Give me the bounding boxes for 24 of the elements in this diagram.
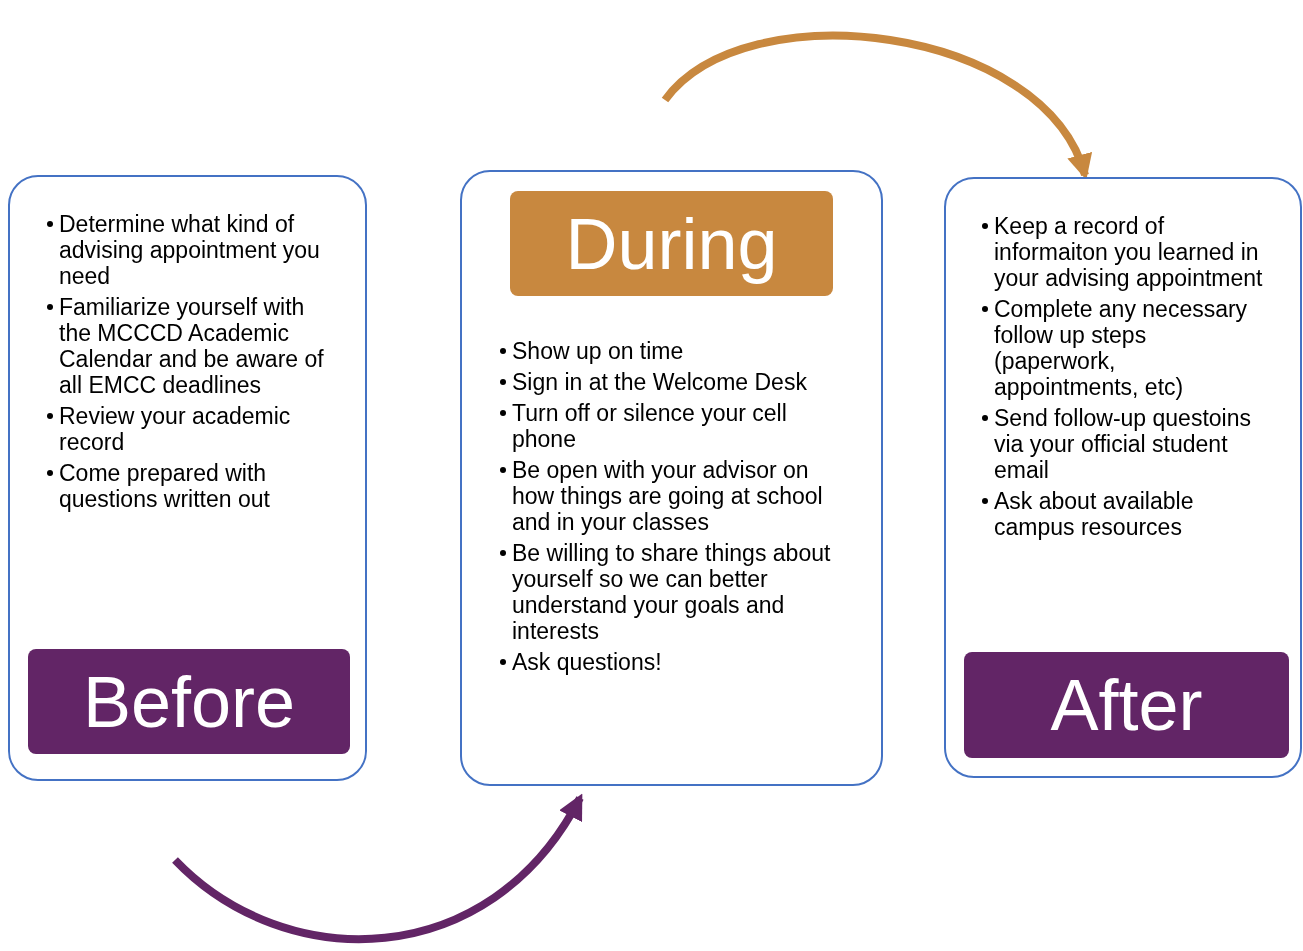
- bullet-item: Review your academic record: [46, 403, 329, 455]
- bullet-item: Come prepared with questions written out: [46, 460, 329, 512]
- bullet-item: Ask about available campus resources: [981, 488, 1263, 540]
- bullet-item: Show up on time: [499, 338, 849, 364]
- bullet-item: Determine what kind of advising appointment you need: [46, 211, 329, 289]
- stage-card: [460, 170, 883, 786]
- stage-card: [944, 177, 1302, 778]
- bullet-item: Turn off or silence your cell phone: [499, 400, 849, 452]
- stage-title: Before: [82, 665, 296, 738]
- stage-title: After: [1050, 669, 1203, 741]
- curved-arrow: [662, 31, 1089, 180]
- bullet-item: Sign in at the Welcome Desk: [499, 369, 849, 395]
- bullet-item: Be open with your advisor on how things are going at school and in your classes: [499, 457, 849, 535]
- stage-card: [8, 175, 367, 781]
- bullet-item: Send follow-up questoins via your official student email: [981, 405, 1263, 483]
- stage-banner: [510, 191, 833, 296]
- curved-arrow: [172, 793, 584, 943]
- bullet-item: Complete any necessary follow up steps (paperwork, appointments, etc): [981, 296, 1263, 400]
- stage-banner: [964, 652, 1289, 758]
- stage-banner: [28, 649, 350, 754]
- bullet-item: Ask questions!: [499, 649, 849, 675]
- bullet-item: Familiarize yourself with the MCCCD Academic Calendar and be aware of all EMCC deadlines: [46, 294, 329, 398]
- bullet-item: Be willing to share things about yourself so we can better understand your goals and interests: [499, 540, 849, 644]
- bullet-item: Keep a record of informaiton you learned in your advising appointment: [981, 213, 1263, 291]
